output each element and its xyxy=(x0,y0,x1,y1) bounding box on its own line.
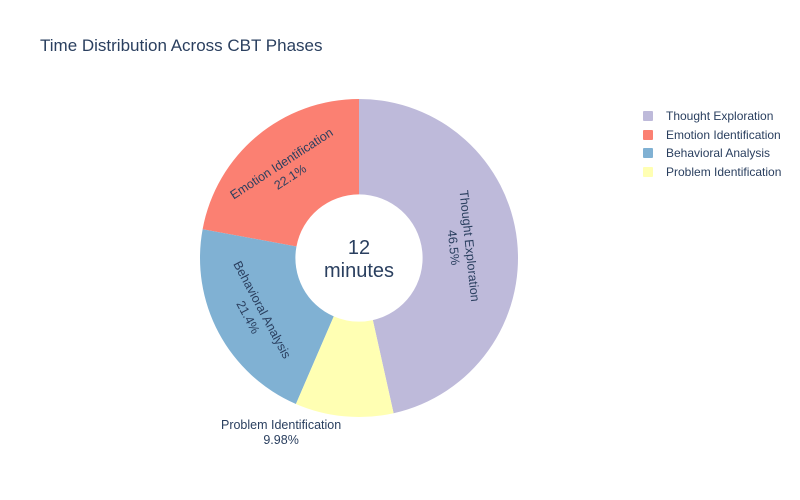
legend-label: Thought Exploration xyxy=(666,109,774,124)
pie-slice-emotion-identification[interactable] xyxy=(202,99,359,247)
legend-swatch-problem-identification xyxy=(643,167,653,178)
center-value: 12 xyxy=(347,237,371,259)
legend-label: Emotion Identification xyxy=(666,127,781,142)
pie-slice-behavioral-analysis[interactable] xyxy=(200,229,334,404)
donut-center-label: 12 minutes xyxy=(324,237,394,283)
center-unit: minutes xyxy=(323,260,395,282)
legend-item-behavioral-analysis[interactable]: Behavioral Analysis xyxy=(643,144,781,163)
pie-slice-thought-exploration[interactable] xyxy=(359,99,518,414)
legend-swatch-thought-exploration xyxy=(643,111,653,122)
legend-swatch-behavioral-analysis xyxy=(643,148,653,159)
legend-item-emotion-identification[interactable]: Emotion Identification xyxy=(643,126,781,145)
legend-label: Problem Identification xyxy=(666,165,782,180)
legend-swatch-emotion-identification xyxy=(643,129,653,140)
legend-item-problem-identification[interactable]: Problem Identification xyxy=(643,163,781,182)
legend-item-thought-exploration[interactable]: Thought Exploration xyxy=(643,107,781,126)
legend-label: Behavioral Analysis xyxy=(666,146,771,161)
pie-slice-problem-identification[interactable] xyxy=(295,316,394,417)
chart-title: Time Distribution Across CBT Phases xyxy=(40,36,323,55)
